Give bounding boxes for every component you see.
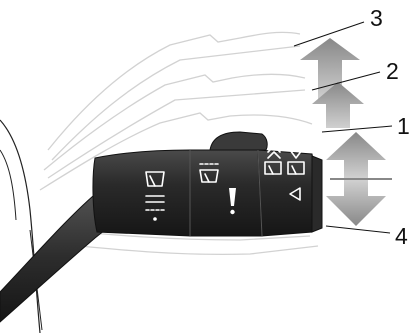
wiper-stalk: [0, 132, 322, 322]
callout-4: 4: [395, 223, 408, 249]
callout-1: 1: [397, 113, 410, 139]
callout-2: 2: [386, 58, 399, 84]
callout-3: 3: [370, 5, 383, 31]
